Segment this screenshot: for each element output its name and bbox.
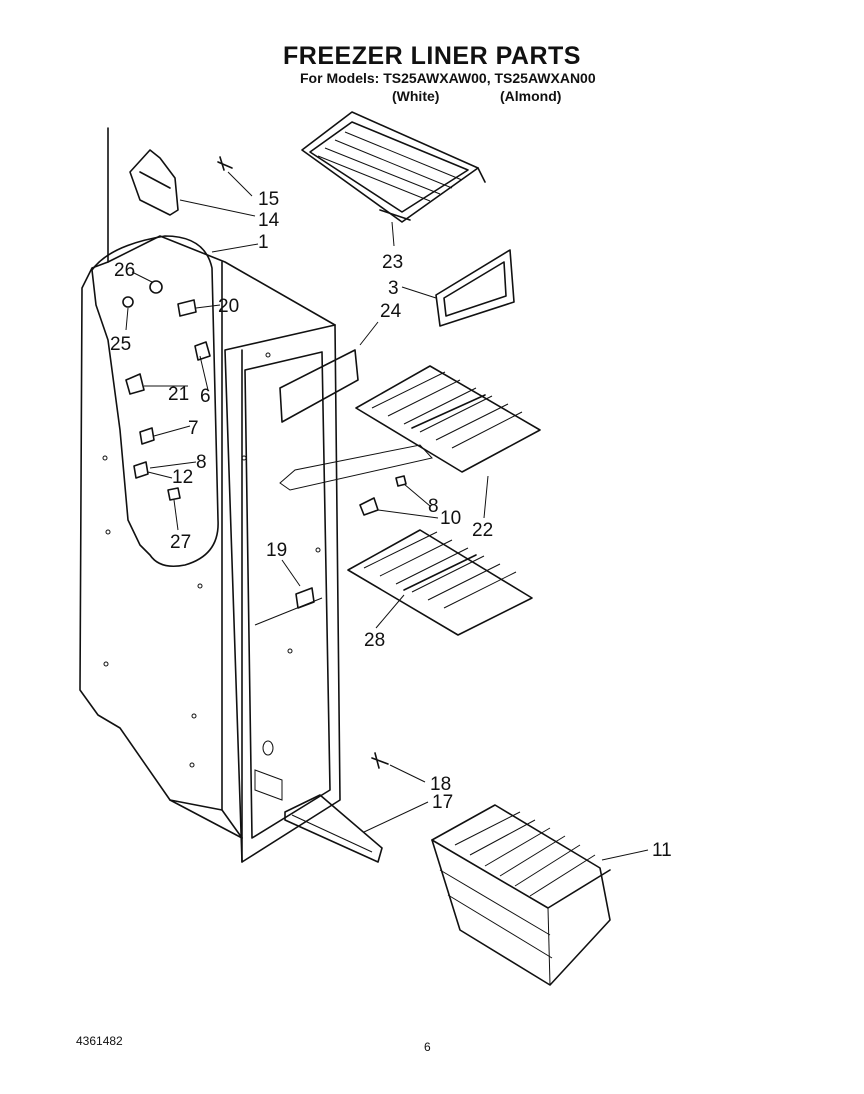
callout-8-left: 8 <box>196 452 207 473</box>
leader-lines <box>125 171 649 861</box>
screw-top <box>217 156 233 171</box>
small-parts <box>122 280 407 609</box>
document-number: 4361482 <box>76 1034 123 1048</box>
callout-19: 19 <box>266 540 287 561</box>
callout-3: 3 <box>388 278 399 299</box>
callout-25: 25 <box>110 334 131 355</box>
callout-27: 27 <box>170 532 191 553</box>
page-number: 6 <box>424 1040 431 1054</box>
shelf-trim <box>279 349 359 423</box>
top-shelf <box>301 111 486 223</box>
callout-8-right: 8 <box>428 496 439 517</box>
model-numbers: For Models: TS25AWXAW00, TS25AWXAN00 <box>300 70 596 86</box>
callout-14: 14 <box>258 210 280 231</box>
variant-white-label: (White) <box>392 88 440 104</box>
wire-basket <box>431 804 611 986</box>
callout-24: 24 <box>380 301 402 322</box>
callout-10: 10 <box>440 508 461 529</box>
screw-bottom <box>371 752 389 769</box>
wire-shelf-lower <box>347 529 533 636</box>
callout-28: 28 <box>364 630 385 651</box>
drip-pan <box>435 249 515 327</box>
callout-7: 7 <box>188 418 199 439</box>
hinge-cover <box>129 149 179 216</box>
freezer-liner <box>79 127 433 863</box>
wire-shelf-upper <box>355 365 541 473</box>
callout-1: 1 <box>258 232 269 253</box>
callout-20: 20 <box>218 296 239 317</box>
callout-15: 15 <box>258 189 279 210</box>
callout-6: 6 <box>200 386 211 407</box>
callout-12: 12 <box>172 467 193 488</box>
callout-17: 17 <box>432 792 453 813</box>
variant-almond-label: (Almond) <box>500 88 562 104</box>
callout-26: 26 <box>114 260 135 281</box>
callout-11: 11 <box>652 840 672 861</box>
callout-21: 21 <box>168 384 189 405</box>
callout-22: 22 <box>472 520 493 541</box>
callout-18: 18 <box>430 774 451 795</box>
callout-23: 23 <box>382 252 403 273</box>
page-title: FREEZER LINER PARTS <box>283 42 581 70</box>
chute-trim <box>284 794 383 863</box>
